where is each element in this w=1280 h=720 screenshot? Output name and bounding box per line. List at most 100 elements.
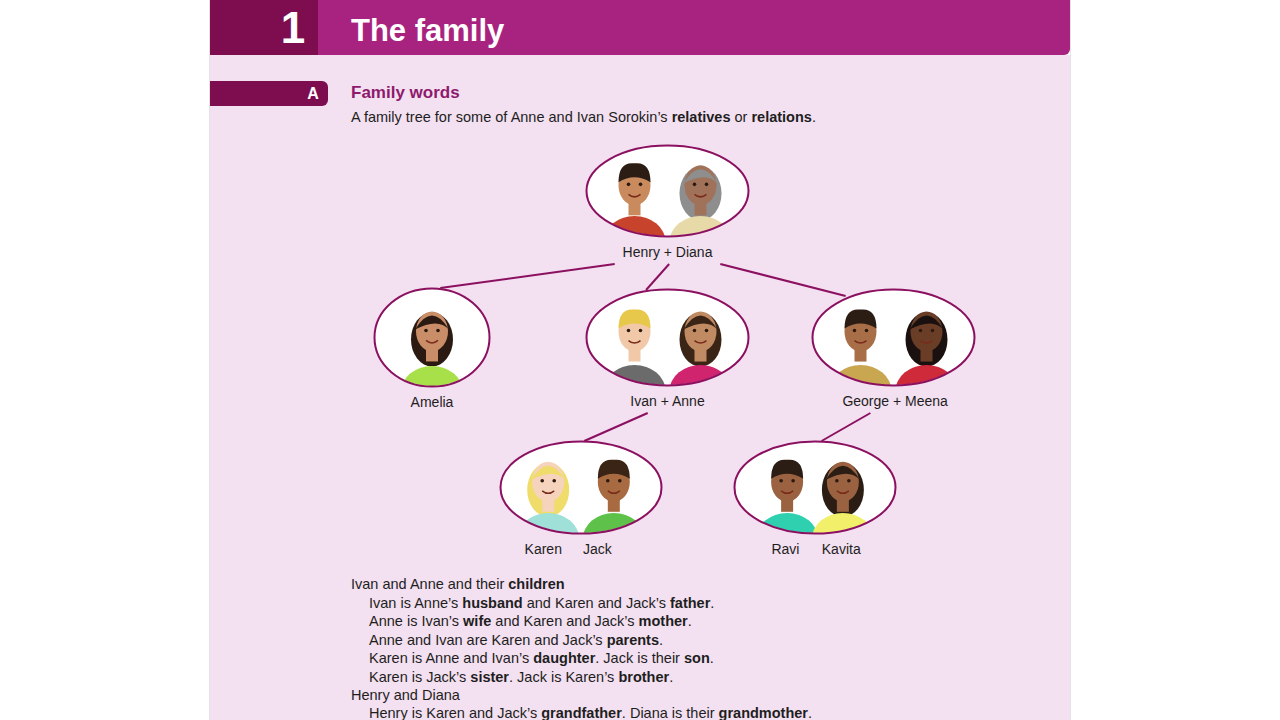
eye bbox=[618, 479, 622, 483]
portrait bbox=[756, 460, 874, 535]
eye bbox=[639, 183, 643, 187]
family-line bbox=[584, 413, 647, 441]
portrait-oval: KarenJack bbox=[499, 440, 663, 561]
text-line: Karen is Jack’s sister. Jack is Karen’s … bbox=[369, 669, 673, 686]
eye bbox=[931, 329, 935, 333]
hair-top bbox=[910, 316, 944, 330]
hair-top bbox=[845, 309, 877, 328]
text-line: Anne is Ivan’s wife and Karen and Jack’s… bbox=[369, 613, 692, 630]
eye bbox=[627, 183, 631, 187]
key-word: relations bbox=[751, 109, 811, 125]
oval-fill bbox=[587, 146, 749, 237]
eye bbox=[627, 329, 631, 333]
portrait bbox=[401, 311, 463, 388]
key-word: relatives bbox=[672, 109, 731, 125]
oval-outline bbox=[811, 288, 976, 387]
shirt bbox=[604, 365, 666, 387]
key-word: mother bbox=[639, 613, 688, 629]
key-word: daughter bbox=[533, 650, 595, 666]
eye bbox=[436, 329, 440, 333]
header-bar bbox=[210, 0, 1070, 55]
shirt bbox=[517, 513, 579, 535]
text-line: Anne and Ivan are Karen and Jack’s paren… bbox=[369, 632, 663, 649]
face bbox=[685, 165, 717, 205]
eye bbox=[424, 329, 428, 333]
eye bbox=[865, 329, 869, 333]
oval-fill bbox=[735, 442, 896, 534]
mouth bbox=[542, 491, 554, 494]
oval-border bbox=[375, 289, 490, 387]
key-word: brother bbox=[618, 669, 669, 685]
oval-border bbox=[587, 290, 749, 386]
shirt bbox=[670, 216, 732, 238]
shirt bbox=[401, 366, 463, 388]
oval-outline bbox=[373, 287, 491, 388]
shirt bbox=[830, 365, 892, 387]
hair-top bbox=[415, 315, 449, 329]
hair-back bbox=[527, 463, 569, 517]
oval-outline bbox=[585, 144, 750, 238]
portrait bbox=[830, 309, 958, 387]
portrait-oval: Ravi Kavita bbox=[733, 440, 897, 561]
face bbox=[416, 311, 448, 351]
portrait bbox=[604, 309, 732, 387]
person-name: Kavita bbox=[822, 541, 861, 557]
face bbox=[532, 462, 564, 502]
text-line: Karen is Anne and Ivan’s daughter. Jack … bbox=[369, 650, 714, 667]
portrait bbox=[517, 460, 645, 535]
mouth bbox=[608, 491, 620, 494]
hair-back bbox=[411, 312, 453, 366]
portrait bbox=[604, 163, 732, 238]
oval-outline bbox=[585, 288, 750, 387]
mouth bbox=[695, 194, 707, 197]
shirt bbox=[670, 365, 732, 387]
eye bbox=[606, 479, 610, 483]
hair-back bbox=[680, 313, 722, 367]
hair-back bbox=[680, 166, 722, 220]
hair-top bbox=[531, 466, 565, 480]
hair-top bbox=[684, 316, 718, 330]
mouth bbox=[921, 341, 933, 344]
shirt bbox=[583, 513, 645, 535]
portrait-oval: George + Meena bbox=[811, 288, 976, 413]
key-word: sister bbox=[470, 669, 509, 685]
hair-top bbox=[619, 163, 651, 182]
hair-top bbox=[826, 466, 860, 480]
key-word: father bbox=[670, 595, 710, 611]
section-letter: A bbox=[307, 84, 319, 103]
text-line: Henry is Karen and Jack’s grandfather. D… bbox=[369, 705, 812, 720]
eye bbox=[853, 329, 857, 333]
hair-top bbox=[771, 460, 803, 479]
eye bbox=[693, 183, 697, 187]
oval-border bbox=[735, 442, 896, 534]
person-name: Ivan + Anne bbox=[630, 393, 704, 409]
oval-fill bbox=[587, 290, 749, 386]
face bbox=[685, 312, 717, 352]
oval-border bbox=[501, 442, 662, 534]
eye bbox=[693, 329, 697, 333]
oval-border bbox=[587, 146, 749, 237]
shirt bbox=[604, 216, 666, 238]
key-word: wife bbox=[463, 613, 491, 629]
eye bbox=[791, 479, 795, 483]
oval-border bbox=[813, 290, 975, 386]
portrait-oval: Amelia bbox=[373, 287, 491, 414]
mouth bbox=[629, 194, 641, 197]
text-line: Ivan is Anne’s husband and Karen and Jac… bbox=[369, 595, 714, 612]
key-word: husband bbox=[462, 595, 522, 611]
shirt bbox=[896, 365, 958, 387]
person-name: Henry + Diana bbox=[623, 244, 713, 260]
mouth bbox=[781, 491, 793, 494]
person-name: Ravi bbox=[771, 541, 799, 557]
oval-fill bbox=[813, 290, 975, 386]
right-margin-line bbox=[1070, 0, 1071, 720]
key-word: grandmother bbox=[719, 705, 808, 720]
mouth bbox=[695, 341, 707, 344]
hair-top bbox=[619, 309, 651, 328]
person-name: Amelia bbox=[411, 394, 454, 410]
hair-back bbox=[906, 313, 948, 367]
mouth bbox=[855, 341, 867, 344]
oval-fill bbox=[501, 442, 662, 534]
section-heading: Family words bbox=[351, 83, 460, 103]
